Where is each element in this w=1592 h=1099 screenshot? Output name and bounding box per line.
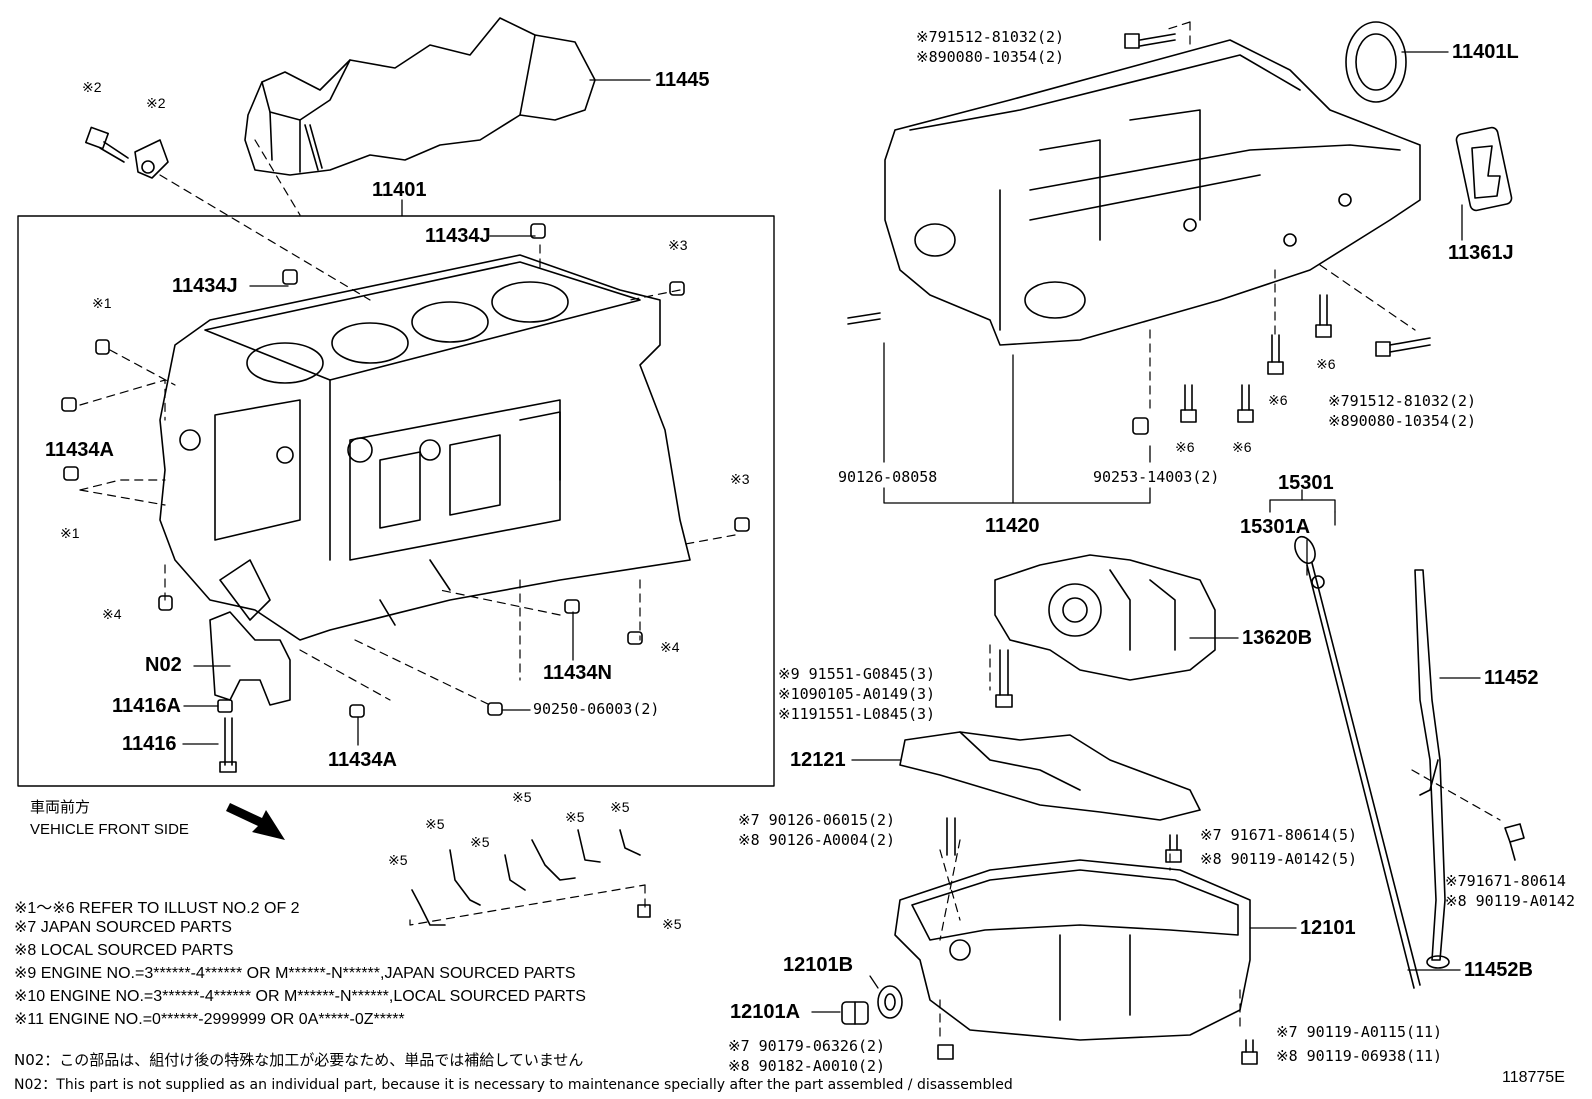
ref-pan-90119-06938[interactable]: ※8 90119-06938(11) [1276,1047,1443,1065]
dipstick-guide-11452 [1414,569,1525,969]
vehicle-front-arrow [226,803,285,840]
ref-pump-90105[interactable]: ※1090105-A0149(3) [778,685,936,703]
dowel-pins [61,223,1149,718]
bolt-91671 [1165,834,1182,863]
mark-3-upper: ※3 [668,237,688,253]
part-12101A[interactable]: 12101A [730,1001,801,1023]
mark-4-right: ※4 [660,639,680,655]
insulator-11445 [244,17,596,176]
note-6: ※11 ENGINE NO.=0******-2999999 OR 0A****… [14,1011,405,1028]
rear-oil-seal-11401L [1345,21,1407,103]
note-2: ※7 JAPAN SOURCED PARTS [14,919,232,936]
ref-pan-90119-A0115[interactable]: ※7 90119-A0115(11) [1276,1023,1443,1041]
mark-5-7: ※5 [662,916,682,932]
part-12101B[interactable]: 12101B [783,954,854,976]
oil-pan-12101 [894,859,1251,1041]
ref-plug-90179[interactable]: ※7 90179-06326(2) [728,1037,886,1055]
part-11452B[interactable]: 11452B [1464,959,1533,981]
part-11401L[interactable]: 11401L [1452,41,1519,63]
part-11416A[interactable]: 11416A [112,695,181,717]
bolt-bracket-mark2 [85,126,169,179]
ref-pump-91551-L0845[interactable]: ※1191551-L0845(3) [778,705,936,723]
ref-stud-90126-06015[interactable]: ※7 90126-06015(2) [738,811,896,829]
part-90250-06003[interactable]: 90250-06003(2) [533,700,660,718]
mark-6-c: ※6 [1175,439,1195,455]
dipstick-15301 [1294,535,1421,989]
part-11434J-upper[interactable]: 11434J [425,225,491,247]
mark-6-b: ※6 [1268,392,1288,408]
pan-bolt-lower [1241,1039,1258,1065]
pan-bolts [847,33,1431,423]
mark-5-4: ※5 [512,789,532,805]
pipe-clips [411,829,651,926]
gasket-11361J [1455,126,1513,212]
part-11401[interactable]: 11401 [372,179,427,201]
mark-5-5: ※5 [565,809,585,825]
note-5: ※10 ENGINE NO.=3******-4****** OR M*****… [14,988,586,1005]
part-N02[interactable]: N02 [145,654,182,676]
part-11434A-left[interactable]: 11434A [45,439,114,461]
bearing-cap-n02 [209,611,291,773]
part-13620B[interactable]: 13620B [1242,627,1313,649]
mark-6-a: ※6 [1316,356,1336,372]
ref-gauge-90119[interactable]: ※8 90119-A0142 [1445,892,1575,910]
note-3: ※8 LOCAL SOURCED PARTS [14,942,234,959]
part-12121[interactable]: 12121 [790,749,846,771]
n02-note-jp: N02：この部品は、組付け後の特殊な加工が必要なため、単品では補給していません [14,1051,584,1069]
mark-2-bolt: ※2 [82,79,102,95]
mark-5-6: ※5 [610,799,630,815]
cylinder-block-11401 [159,254,691,641]
part-11361J[interactable]: 11361J [1448,242,1514,264]
part-11452[interactable]: 11452 [1484,667,1539,689]
part-11434A-bottom[interactable]: 11434A [328,749,397,771]
ref-top-91512[interactable]: ※791512-81032(2) [916,28,1065,46]
gasket-12101B [877,985,903,1019]
mark-5-2: ※5 [425,816,445,832]
drain-plug-12101A [841,1001,869,1025]
oil-pump-13620B [994,554,1216,708]
mark-4-left: ※4 [102,606,122,622]
mark-1-lower: ※1 [60,525,80,541]
part-11420[interactable]: 11420 [985,515,1040,537]
drain-bolt-lower [937,1044,954,1060]
part-90253-14003[interactable]: 90253-14003(2) [1093,468,1220,486]
part-11434N[interactable]: 11434N [543,662,612,684]
ref-pump-91551-G0845[interactable]: ※9 91551-G0845(3) [778,665,936,683]
part-15301[interactable]: 15301 [1278,472,1334,494]
mark-1-upper: ※1 [92,295,112,311]
note-4: ※9 ENGINE NO.=3******-4****** OR M******… [14,965,576,982]
part-11434J-lower[interactable]: 11434J [172,275,238,297]
front-label-jp: 車両前方 [30,798,91,816]
n02-note-en: N02：This part is not supplied as an indi… [14,1077,1013,1093]
part-15301A[interactable]: 15301A [1240,516,1311,538]
cylinder-block-frame [17,215,775,787]
ref-bolt-90119-A0142[interactable]: ※8 90119-A0142(5) [1200,850,1358,868]
ref-stud-90126-A0004[interactable]: ※8 90126-A0004(2) [738,831,896,849]
dashed-guides [79,21,1501,1041]
part-11416[interactable]: 11416 [122,733,177,755]
illustration-id: 118775E [1502,1069,1565,1086]
baffle-plate-12121 [899,731,1201,821]
mark-5-3: ※5 [470,834,490,850]
ref-top-90080[interactable]: ※890080-10354(2) [916,48,1065,66]
part-90126-08058[interactable]: 90126-08058 [838,468,938,486]
stud-90126 [946,817,956,856]
ref-gauge-91671[interactable]: ※791671-80614 [1445,872,1566,890]
ref-plug-90182[interactable]: ※8 90182-A0010(2) [728,1057,886,1075]
mark-2-bracket: ※2 [146,95,166,111]
oil-pan-upper-11420 [884,39,1421,346]
mark-5-1: ※5 [388,852,408,868]
mark-6-d: ※6 [1232,439,1252,455]
front-label-en: VEHICLE FRONT SIDE [30,821,189,838]
ref-right-91512[interactable]: ※791512-81032(2) [1328,392,1477,410]
leader-lines [182,51,1481,1013]
part-11445[interactable]: 11445 [655,69,710,91]
mark-3-lower: ※3 [730,471,750,487]
ref-right-90080[interactable]: ※890080-10354(2) [1328,412,1477,430]
ref-bolt-91671-80614[interactable]: ※7 91671-80614(5) [1200,826,1358,844]
note-1: ※1～※6 REFER TO ILLUST NO.2 OF 2 [14,900,300,917]
part-12101[interactable]: 12101 [1300,917,1356,939]
